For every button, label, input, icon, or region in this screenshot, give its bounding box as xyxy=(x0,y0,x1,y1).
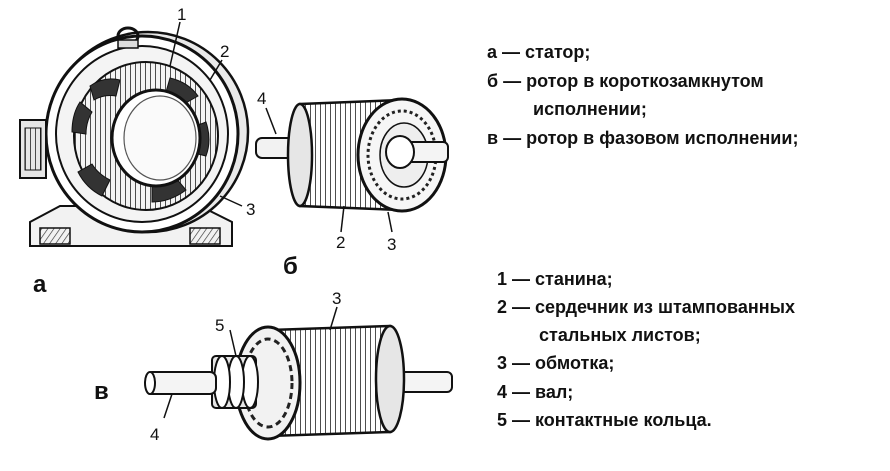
legend-part-a: а — статор; xyxy=(487,42,591,62)
part-letter-v: в xyxy=(94,378,109,405)
part-letter-b: б xyxy=(283,253,298,280)
part-letter-a: а xyxy=(33,271,47,298)
rotor-b-callout-4: 4 xyxy=(257,89,266,108)
legend-component-3: 3 — обмотка; xyxy=(497,353,615,373)
squirrel-cage-rotor-drawing xyxy=(255,97,449,233)
stator-callout-3: 3 xyxy=(246,200,255,219)
wound-rotor-drawing xyxy=(144,306,453,441)
rotor-b-callout-3: 3 xyxy=(387,235,396,254)
rotor-b-callout-2: 2 xyxy=(336,233,345,252)
legend-component-4: 4 — вал; xyxy=(497,382,574,402)
legend-component-5: 5 — контактные кольца. xyxy=(497,410,712,430)
rotor-v-callout-3: 3 xyxy=(332,289,341,308)
legend-part-v: в — ротор в фазовом исполнении; xyxy=(487,128,799,148)
legend-component-2-cont: стальных листов; xyxy=(539,325,701,345)
stator-callout-2: 2 xyxy=(220,42,229,61)
stator-callout-1: 1 xyxy=(177,5,186,24)
legend-component-1: 1 — станина; xyxy=(497,269,613,289)
legend-component-2: 2 — сердечник из штампованных xyxy=(497,297,795,317)
stator-drawing xyxy=(19,21,250,247)
rotor-v-callout-4: 4 xyxy=(150,425,159,444)
legend-part-b-cont: исполнении; xyxy=(533,99,647,119)
legend-part-b: б — ротор в короткозамкнутом xyxy=(487,71,764,91)
rotor-v-callout-5: 5 xyxy=(215,316,224,335)
